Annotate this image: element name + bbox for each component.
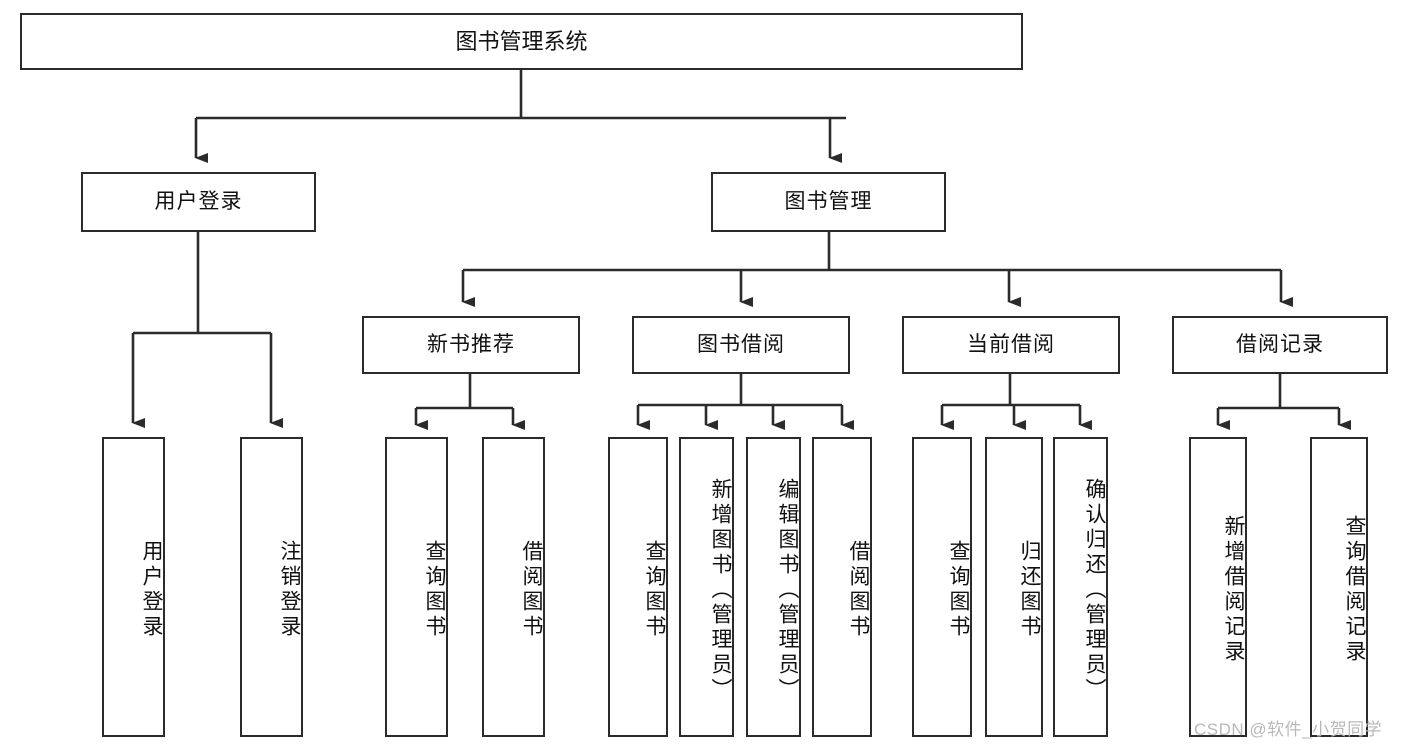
node-borrow-record-label: 借阅记录 xyxy=(1236,332,1324,356)
node-user-login[interactable]: 用户登录 xyxy=(81,172,316,232)
leaf-query-book-rec-label: 查询图书 xyxy=(423,540,446,640)
leaf-borrow-book-rec[interactable]: 借阅图书 xyxy=(482,437,545,737)
leaf-query-book-current[interactable]: 查询图书 xyxy=(912,437,972,737)
node-book-borrow-label: 图书借阅 xyxy=(697,332,785,356)
leaf-confirm-return-admin[interactable]: 确认归还（管理员） xyxy=(1053,437,1108,737)
leaf-user-login[interactable]: 用户登录 xyxy=(102,437,165,737)
node-user-login-label: 用户登录 xyxy=(154,189,243,213)
node-borrow-record[interactable]: 借阅记录 xyxy=(1172,316,1388,374)
leaf-borrow-book[interactable]: 借阅图书 xyxy=(812,437,872,737)
leaf-query-borrow-record-label: 查询借阅记录 xyxy=(1343,515,1366,665)
leaf-query-borrow-record[interactable]: 查询借阅记录 xyxy=(1310,437,1368,737)
leaf-query-book-borrow-label: 查询图书 xyxy=(643,540,666,640)
node-root-label: 图书管理系统 xyxy=(455,28,588,54)
node-book-management[interactable]: 图书管理 xyxy=(711,172,946,232)
node-new-book-recommend-label: 新书推荐 xyxy=(427,332,515,356)
leaf-add-borrow-record-label: 新增借阅记录 xyxy=(1222,515,1245,665)
leaf-edit-book-admin[interactable]: 编辑图书（管理员） xyxy=(746,437,801,737)
leaf-user-login-label: 用户登录 xyxy=(140,540,163,640)
leaf-add-borrow-record[interactable]: 新增借阅记录 xyxy=(1189,437,1247,737)
csdn-watermark: CSDN @软件_小贺同学 xyxy=(1194,720,1383,739)
leaf-query-book-current-label: 查询图书 xyxy=(947,540,970,640)
node-current-borrow[interactable]: 当前借阅 xyxy=(902,316,1120,374)
node-root[interactable]: 图书管理系统 xyxy=(20,13,1023,70)
leaf-add-book-admin-label: 新增图书（管理员） xyxy=(709,477,732,703)
leaf-confirm-return-admin-label: 确认归还（管理员） xyxy=(1083,477,1106,703)
leaf-return-book-label: 归还图书 xyxy=(1018,540,1041,640)
leaf-query-book-borrow[interactable]: 查询图书 xyxy=(608,437,668,737)
leaf-logout-label: 注销登录 xyxy=(278,540,301,640)
leaf-logout[interactable]: 注销登录 xyxy=(240,437,303,737)
node-book-borrow[interactable]: 图书借阅 xyxy=(632,316,850,374)
node-new-book-recommend[interactable]: 新书推荐 xyxy=(362,316,580,374)
node-current-borrow-label: 当前借阅 xyxy=(967,332,1055,356)
leaf-query-book-rec[interactable]: 查询图书 xyxy=(385,437,448,737)
leaf-return-book[interactable]: 归还图书 xyxy=(985,437,1043,737)
leaf-borrow-book-rec-label: 借阅图书 xyxy=(520,540,543,640)
leaf-borrow-book-label: 借阅图书 xyxy=(847,540,870,640)
leaf-edit-book-admin-label: 编辑图书（管理员） xyxy=(776,477,799,703)
node-book-management-label: 图书管理 xyxy=(784,189,873,213)
leaf-add-book-admin[interactable]: 新增图书（管理员） xyxy=(679,437,734,737)
